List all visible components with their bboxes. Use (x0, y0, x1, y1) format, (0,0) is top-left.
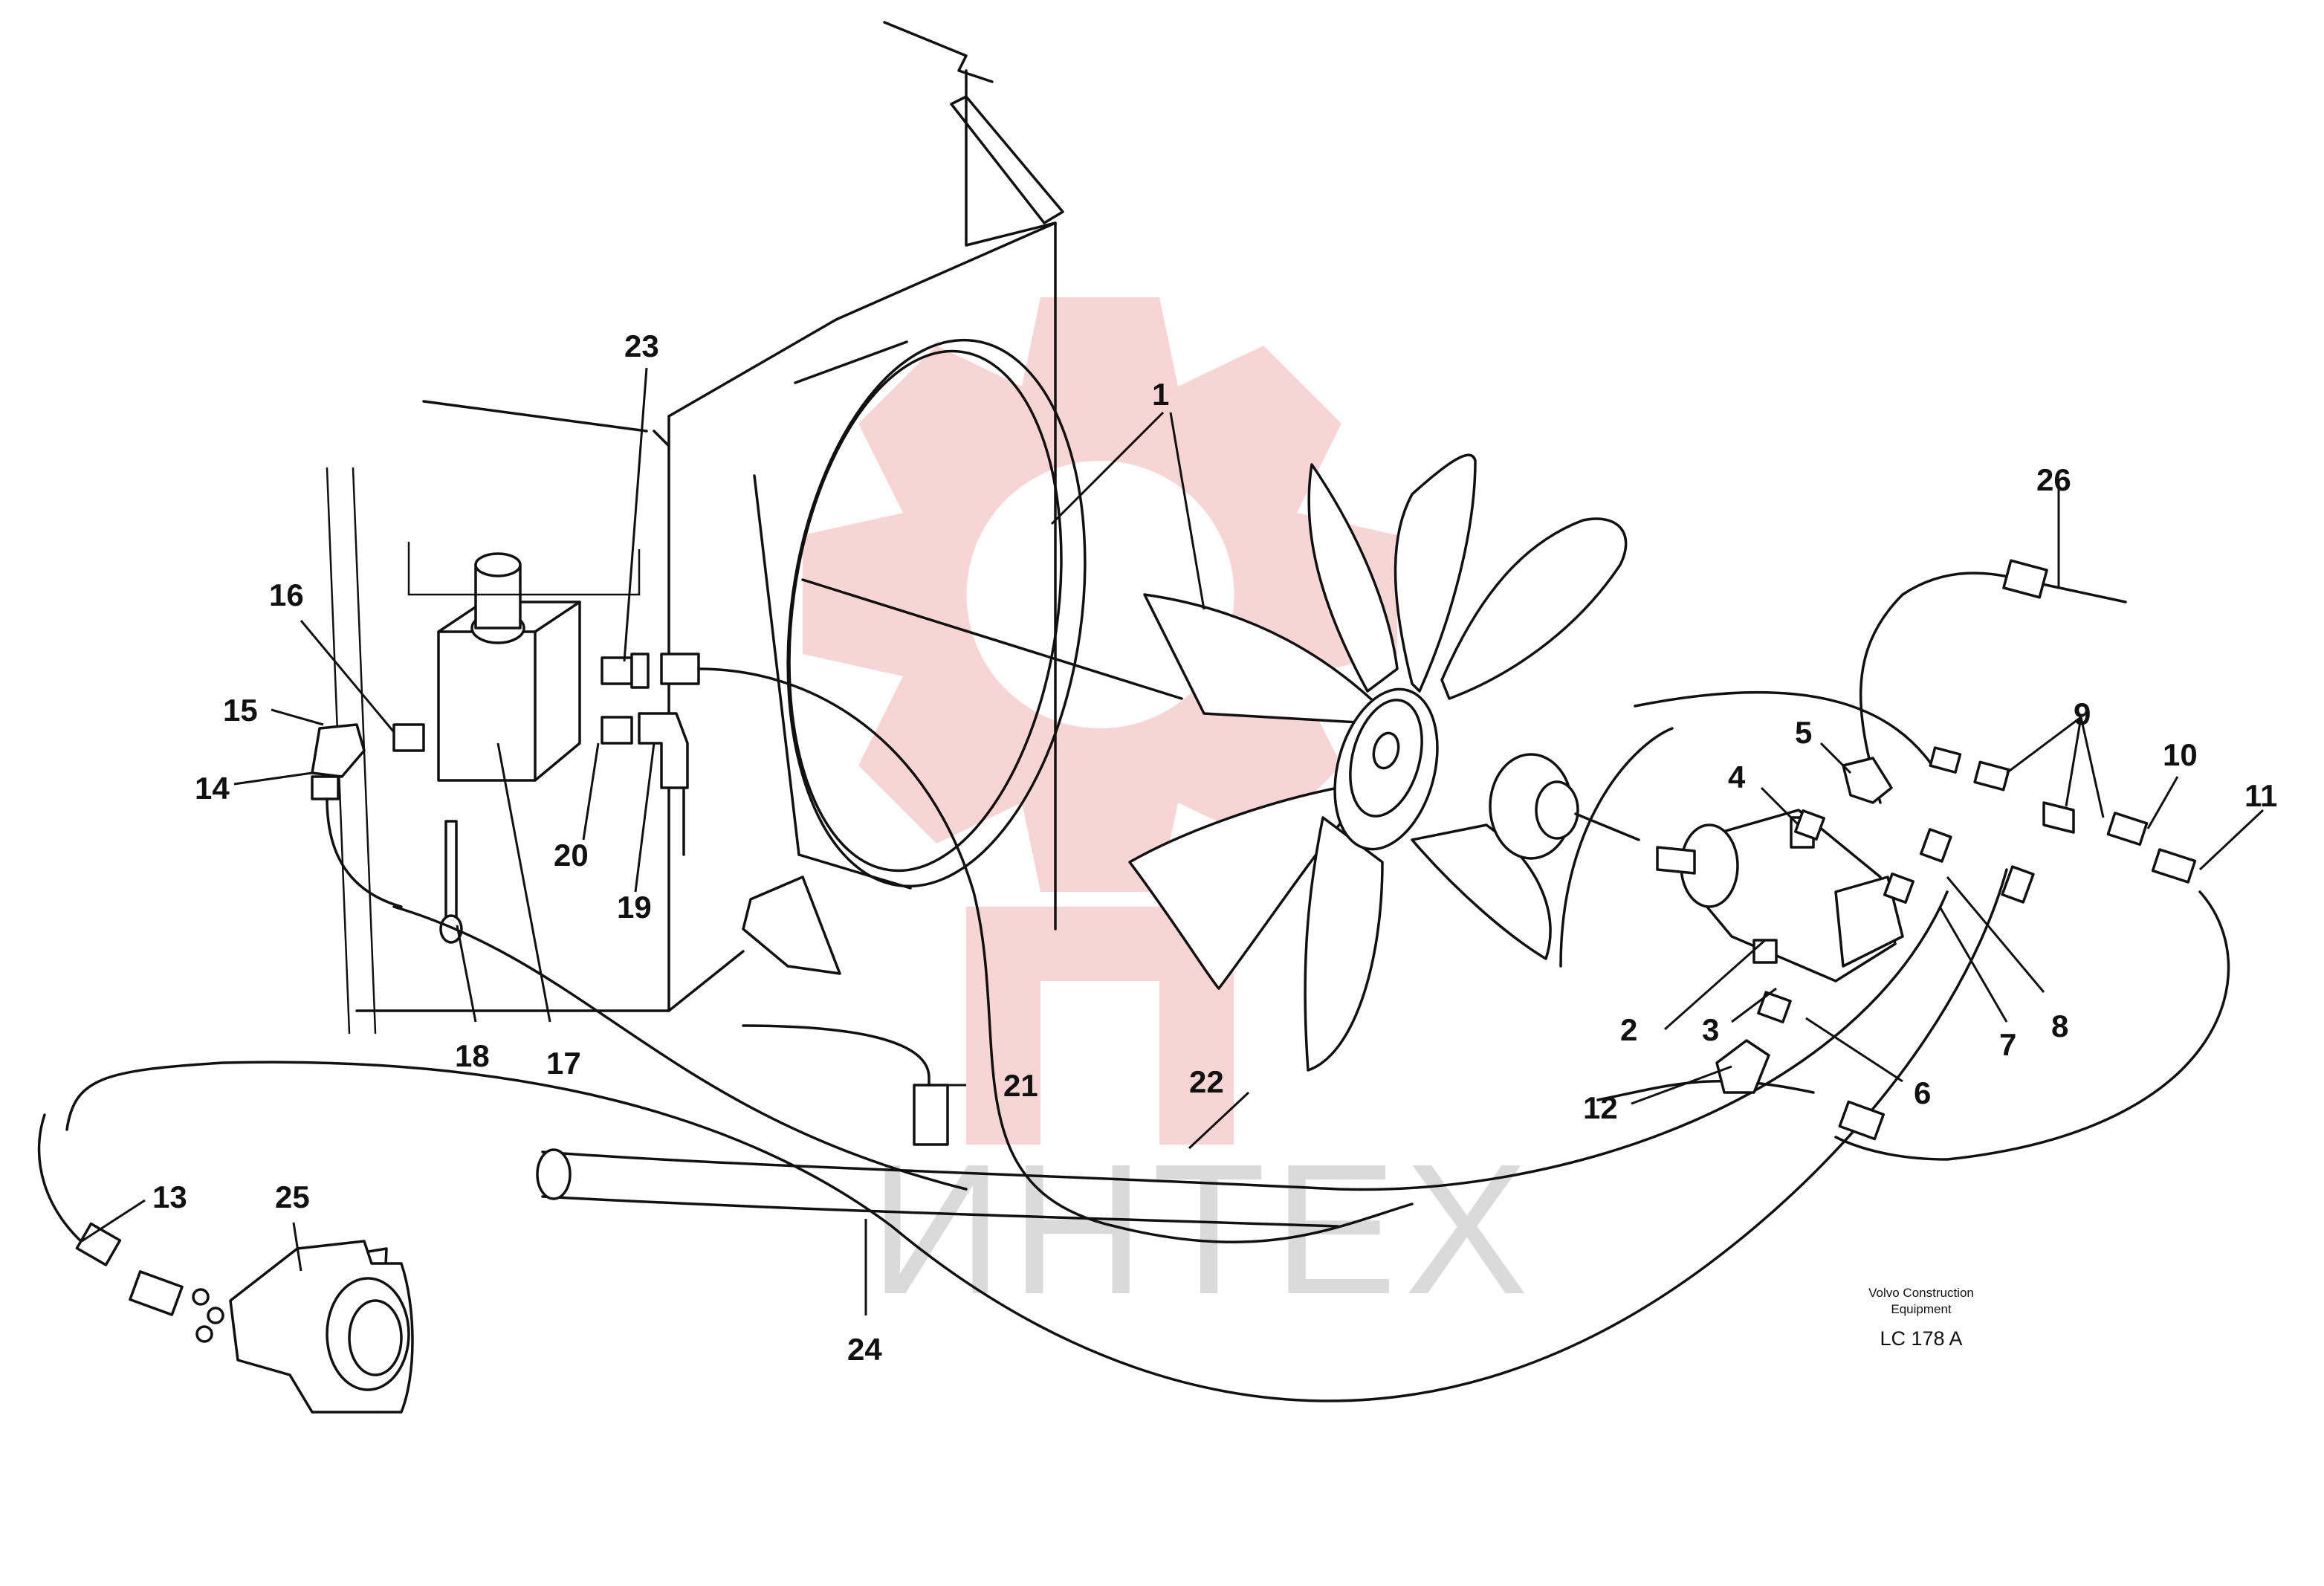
callout-16: 16 (269, 577, 304, 612)
callout-21: 21 (1003, 1068, 1038, 1103)
watermark-text: ИНТЕХ (870, 1125, 1535, 1333)
caption-line-2: Equipment (1891, 1302, 1952, 1316)
callout-10: 10 (2163, 737, 2198, 772)
watermark-inner-mark (966, 907, 1234, 1145)
callout-4: 4 (1728, 760, 1746, 794)
watermark-logo (803, 297, 1397, 1145)
callout-18: 18 (455, 1038, 490, 1073)
callout-19: 19 (617, 890, 652, 925)
callout-11: 11 (2244, 778, 2277, 813)
callout-9: 9 (2074, 696, 2091, 731)
callout-25: 25 (275, 1179, 310, 1214)
hydraulic-hoses (37, 572, 2230, 1402)
leader-lines (81, 367, 2265, 1315)
callout-5: 5 (1795, 715, 1812, 750)
callout-24: 24 (847, 1332, 882, 1367)
document-id: LC 178 A (1880, 1327, 1962, 1350)
callout-13: 13 (152, 1179, 187, 1214)
fan-shroud-ring (742, 338, 1087, 975)
callout-2: 2 (1620, 1012, 1637, 1047)
callout-1: 1 (1152, 377, 1169, 412)
callout-labels: 1 2 3 4 5 6 7 8 9 10 11 12 13 14 15 16 1… (152, 328, 2277, 1367)
motor-fittings (1715, 559, 2197, 1141)
component-25 (75, 1222, 414, 1414)
callout-23: 23 (624, 328, 659, 363)
callout-15: 15 (223, 693, 258, 728)
cooling-fan (801, 453, 1628, 1072)
callout-7: 7 (1999, 1027, 2016, 1062)
callout-17: 17 (546, 1046, 581, 1081)
callout-3: 3 (1702, 1012, 1719, 1047)
caption-line-1: Volvo Construction (1868, 1286, 1974, 1300)
callout-14: 14 (195, 771, 230, 806)
callout-12: 12 (1583, 1090, 1618, 1125)
valve-block (407, 541, 641, 782)
hydraulic-motor (1656, 809, 1904, 983)
valve-fittings (311, 653, 700, 944)
callout-6: 6 (1914, 1075, 1931, 1110)
document-caption: Volvo Construction Equipment LC 178 A (1868, 1286, 1974, 1350)
callout-20: 20 (554, 838, 589, 873)
fan-hub-adapter (1489, 753, 1640, 860)
callout-22: 22 (1189, 1064, 1224, 1099)
watermark-gear (803, 297, 1397, 892)
callout-26: 26 (2036, 462, 2071, 497)
callout-8: 8 (2051, 1009, 2068, 1043)
